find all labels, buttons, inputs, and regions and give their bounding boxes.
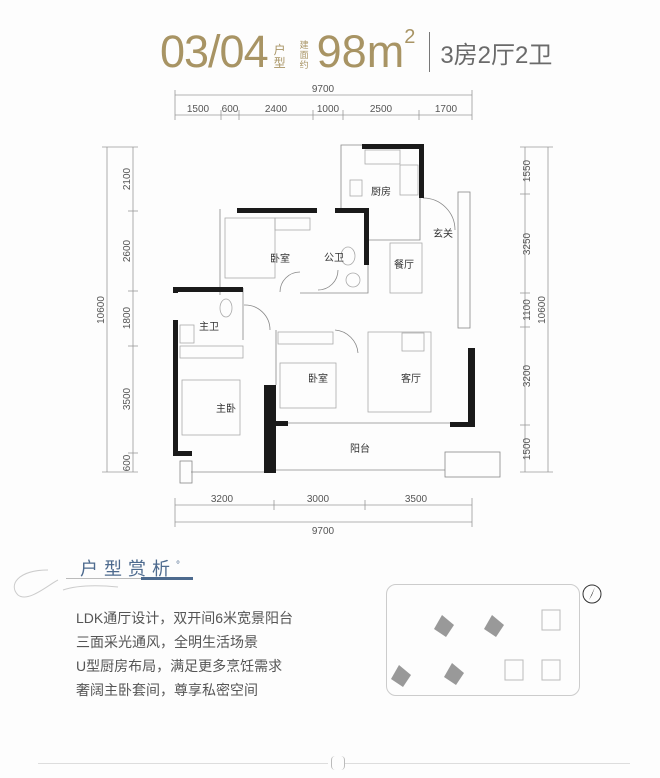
room-bedroom-3: 卧室 xyxy=(308,372,328,385)
footer-ornament-icon xyxy=(331,756,345,770)
dim-label: 1550 xyxy=(522,159,533,182)
area-number: 98m xyxy=(316,26,405,77)
unit-header: 03/04 户型 建面约 98m2 3房2厅2卫 xyxy=(160,22,552,74)
dim-label: 10600 xyxy=(96,296,107,324)
dim-label: 2500 xyxy=(370,104,393,115)
dim-label: 9700 xyxy=(312,526,335,537)
title-underline xyxy=(66,578,141,579)
unit-label-char: 型 xyxy=(273,56,286,70)
dim-label: 9700 xyxy=(312,84,335,95)
room-dining: 餐厅 xyxy=(394,258,414,271)
building-icon xyxy=(541,659,561,681)
stove-icon xyxy=(364,149,401,165)
divider xyxy=(429,32,431,72)
area-label: 建面约 xyxy=(300,40,309,70)
room-living: 客厅 xyxy=(401,372,421,385)
analysis-point: 三面采光通风，全明生活场景 xyxy=(76,634,258,650)
room-kitchen: 厨房 xyxy=(371,185,391,198)
site-plan-map xyxy=(386,584,580,696)
unit-number: 03/04 xyxy=(160,26,269,77)
script-signature xyxy=(13,569,119,598)
analysis-title-mark: ° xyxy=(176,560,186,571)
building-icon xyxy=(541,609,561,631)
north-arrow-icon xyxy=(582,584,602,604)
dim-label: 1800 xyxy=(122,306,133,329)
dim-label: 600 xyxy=(222,104,239,115)
structural-walls xyxy=(173,144,475,473)
dim-label: 1000 xyxy=(317,104,340,115)
basin-icon xyxy=(345,272,361,288)
dim-label: 3500 xyxy=(405,494,428,505)
dim-label: 1500 xyxy=(187,104,210,115)
dim-label: 1700 xyxy=(435,104,458,115)
analysis-point: LDK通厅设计，双开间6米宽景阳台 xyxy=(76,610,294,626)
layout-type: 3房2厅2卫 xyxy=(440,42,553,69)
wardrobe-icon xyxy=(277,331,334,345)
unit-label: 户型 xyxy=(274,44,286,70)
room-master-bath: 主卫 xyxy=(199,321,219,333)
wardrobe-icon xyxy=(274,217,311,231)
building-icon xyxy=(504,659,524,681)
dim-label: 2600 xyxy=(122,239,133,262)
room-bedroom-2: 卧室 xyxy=(270,252,290,265)
dim-label: 600 xyxy=(122,454,133,471)
wardrobe-icon xyxy=(179,345,244,359)
footer-line xyxy=(345,763,630,764)
dim-label: 3250 xyxy=(522,232,533,255)
area-superscript: 2 xyxy=(404,26,416,48)
dim-label: 3000 xyxy=(307,494,330,505)
dim-label: 3200 xyxy=(211,494,234,505)
analysis-point: 奢阔主卧套间，尊享私密空间 xyxy=(76,682,258,698)
floor-plan: 9700 1500 600 2400 1000 2500 1700 3200 3… xyxy=(96,84,553,537)
thin-walls xyxy=(179,144,501,484)
bed-icon xyxy=(224,217,276,279)
dim-label: 10600 xyxy=(537,296,548,324)
sofa-icon xyxy=(367,331,432,413)
dim-label: 1500 xyxy=(522,437,533,460)
analysis-title-text: 户型赏析 xyxy=(80,559,176,579)
area-value: 98m2 xyxy=(316,26,416,77)
footer-line xyxy=(38,763,328,764)
building-icon xyxy=(484,615,504,637)
area-label-char: 面 xyxy=(299,50,309,60)
room-labels: 厨房 玄关 卧室 公卫 餐厅 主卫 卧室 客厅 主卧 阳台 xyxy=(199,185,453,455)
dim-label: 3500 xyxy=(122,387,133,410)
dim-label: 2400 xyxy=(265,104,288,115)
room-public-bath: 公卫 xyxy=(324,253,344,264)
area-label-char: 建 xyxy=(299,40,309,50)
analysis-title: 户型赏析° xyxy=(80,555,186,581)
building-markers xyxy=(391,609,561,687)
room-entrance: 玄关 xyxy=(433,227,453,240)
building-icon xyxy=(444,663,464,685)
dimension-lines xyxy=(102,90,553,527)
building-icon xyxy=(391,665,411,687)
building-icon xyxy=(434,615,454,637)
dining-table-icon xyxy=(389,242,423,294)
sink-icon xyxy=(349,179,363,197)
title-accent-bar xyxy=(141,577,193,580)
dimension-labels: 9700 1500 600 2400 1000 2500 1700 3200 3… xyxy=(96,84,548,537)
armchair-icon xyxy=(401,332,425,352)
dim-label: 1100 xyxy=(522,299,533,321)
unit-label-char: 户 xyxy=(273,43,286,57)
dim-label: 3200 xyxy=(522,364,533,387)
basin-icon xyxy=(179,324,195,344)
bed-icon xyxy=(181,379,241,436)
bed-icon xyxy=(279,362,337,409)
dim-label: 2100 xyxy=(122,167,133,190)
toilet-icon xyxy=(340,246,356,266)
room-master-bedroom: 主卧 xyxy=(216,402,236,415)
area-label-char: 约 xyxy=(299,60,309,70)
room-balcony: 阳台 xyxy=(350,442,370,455)
furniture xyxy=(179,149,432,436)
toilet-icon xyxy=(219,298,233,318)
analysis-point: U型厨房布局，满足更多烹饪需求 xyxy=(76,658,283,674)
